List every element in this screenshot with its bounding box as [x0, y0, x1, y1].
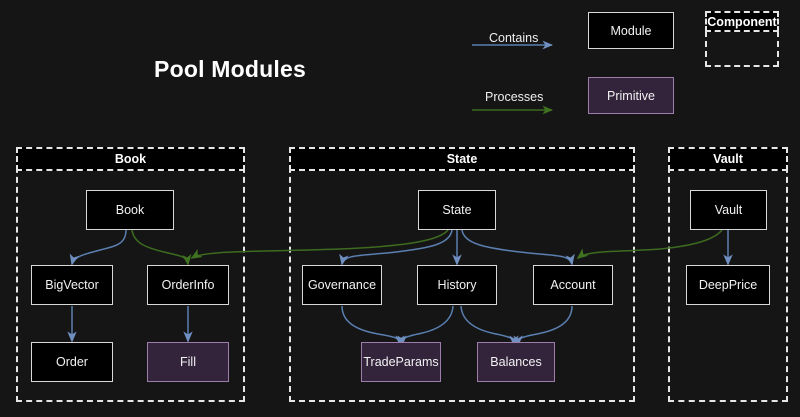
- legend-module-swatch: Module: [588, 12, 674, 49]
- cluster-book-label: Book: [114, 152, 147, 166]
- node-bigvector-label: BigVector: [45, 278, 99, 292]
- node-book[interactable]: Book: [86, 190, 174, 230]
- node-book-label: Book: [115, 203, 145, 217]
- legend-component-header: Component: [705, 11, 779, 32]
- node-history[interactable]: History: [417, 265, 497, 305]
- node-tradeparams[interactable]: TradeParams: [361, 342, 441, 382]
- node-history-label: History: [437, 278, 477, 292]
- node-vault[interactable]: Vault: [690, 190, 767, 230]
- node-order-label: Order: [56, 355, 88, 369]
- node-state[interactable]: State: [418, 190, 496, 230]
- legend-primitive-label: Primitive: [607, 88, 655, 103]
- node-account-label: Account: [550, 278, 596, 292]
- node-governance[interactable]: Governance: [302, 265, 382, 305]
- cluster-vault-header: Vault: [668, 147, 788, 171]
- node-order[interactable]: Order: [31, 342, 113, 382]
- node-deepprice-label: DeepPrice: [698, 278, 758, 292]
- cluster-book-header: Book: [16, 147, 245, 171]
- node-state-label: State: [442, 203, 472, 217]
- cluster-state-header: State: [289, 147, 635, 171]
- node-vault-label: Vault: [714, 203, 743, 217]
- cluster-vault-label: Vault: [713, 152, 743, 166]
- node-fill-label: Fill: [180, 355, 196, 369]
- legend-processes-label: Processes: [485, 90, 544, 104]
- node-governance-label: Governance: [307, 278, 377, 292]
- node-balances-label: Balances: [490, 355, 542, 369]
- node-orderinfo[interactable]: OrderInfo: [147, 265, 229, 305]
- node-account[interactable]: Account: [533, 265, 613, 305]
- legend-primitive-swatch: Primitive: [588, 77, 674, 114]
- node-orderinfo-label: OrderInfo: [161, 278, 215, 292]
- node-balances[interactable]: Balances: [477, 342, 555, 382]
- node-bigvector[interactable]: BigVector: [31, 265, 113, 305]
- node-fill[interactable]: Fill: [147, 342, 229, 382]
- legend-component-label: Component: [707, 14, 777, 29]
- node-deepprice[interactable]: DeepPrice: [686, 265, 770, 305]
- legend-contains-label: Contains: [489, 31, 539, 45]
- node-tradeparams-label: TradeParams: [363, 355, 439, 369]
- cluster-state-label: State: [446, 152, 478, 166]
- legend-module-label: Module: [610, 23, 652, 38]
- page-title: Pool Modules: [154, 56, 306, 82]
